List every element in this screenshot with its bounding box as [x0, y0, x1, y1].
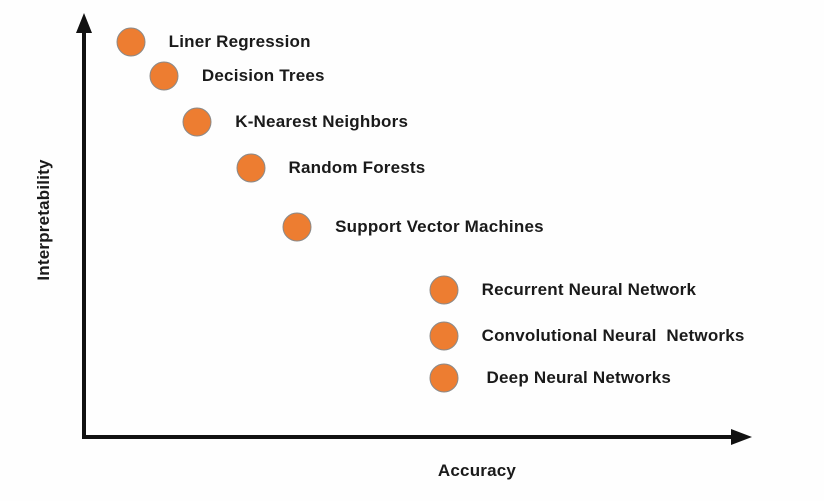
data-point-label: Support Vector Machines — [335, 217, 544, 236]
data-point-label: Decision Trees — [201, 65, 325, 85]
data-point-marker — [429, 321, 459, 351]
data-point-label: K-Nearest Neighbors — [235, 112, 409, 131]
data-point-label: Random Forests — [288, 158, 426, 178]
x-axis-arrowhead-icon — [731, 429, 752, 445]
data-point-label: Recurrent Neural Network — [481, 280, 697, 299]
data-point-marker — [429, 363, 459, 393]
data-point-label: Liner Regression — [168, 32, 311, 52]
y-axis-label: Interpretability — [34, 159, 53, 281]
data-point-marker — [149, 61, 179, 91]
x-axis-label: Accuracy — [437, 461, 517, 480]
data-point-marker — [182, 107, 212, 137]
data-point-label: Convolutional Neural Networks — [481, 326, 745, 346]
data-point-marker — [116, 27, 146, 57]
y-axis-arrowhead-icon — [76, 13, 92, 33]
data-point-marker — [236, 153, 265, 183]
data-point-marker — [282, 212, 312, 242]
data-point-marker — [429, 275, 459, 305]
data-point-label: Deep Neural Networks — [481, 368, 671, 388]
